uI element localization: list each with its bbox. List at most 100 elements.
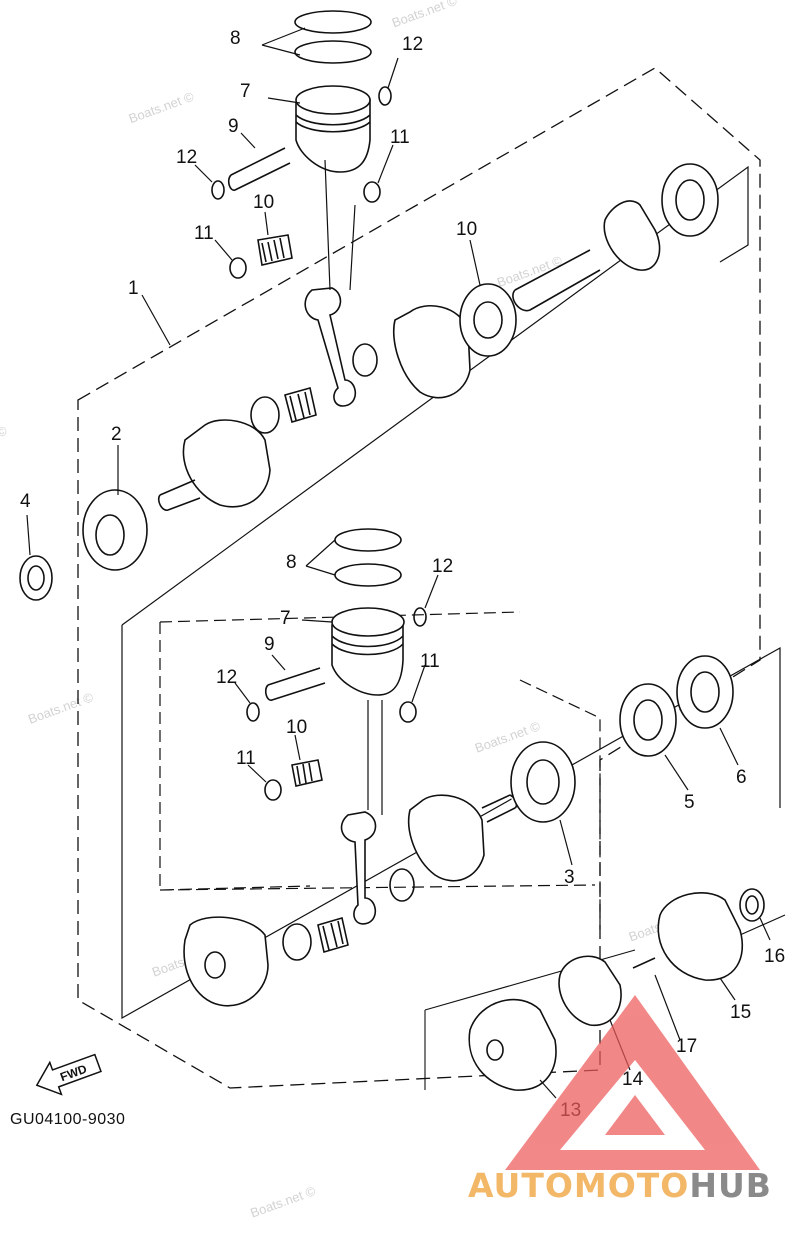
brand-part-automoto: AUTOMOTO xyxy=(468,1166,690,1205)
washer-icon xyxy=(229,257,247,279)
callout-5: 5 xyxy=(684,792,695,813)
callout-10-upper: 10 xyxy=(253,192,274,213)
circlip-icon xyxy=(378,86,392,106)
watermark: Boats.net © xyxy=(390,0,460,30)
piston-icon xyxy=(331,621,404,696)
callout-11-upper-left: 11 xyxy=(194,223,214,244)
crank-web-icon xyxy=(408,794,485,882)
dowel-pin-icon xyxy=(632,957,656,969)
callout-6: 6 xyxy=(736,767,747,788)
watermark: Boats.net © xyxy=(0,423,9,461)
piston-pin-icon xyxy=(227,147,291,191)
callout-12-upper-right: 12 xyxy=(402,34,423,55)
logo-inner-triangle-icon xyxy=(605,1095,665,1135)
oil-seal-inner-icon xyxy=(27,565,45,591)
oil-seal-icon xyxy=(676,655,734,729)
watermark: Boats.net © xyxy=(127,89,197,127)
washer-icon xyxy=(739,888,765,922)
crankshaft-tube-icon xyxy=(512,249,601,312)
watermark: Boats.net © xyxy=(26,689,96,727)
crankpin-washer-icon xyxy=(352,343,378,377)
circlip-icon xyxy=(211,180,225,200)
callout-10-lower: 10 xyxy=(286,717,307,738)
oil-seal-icon xyxy=(661,163,719,237)
callout-12-lower-right: 12 xyxy=(432,556,453,577)
callout-9-upper: 9 xyxy=(228,116,239,137)
connecting-rod-icon xyxy=(340,811,377,925)
callout-11-upper-right: 11 xyxy=(390,127,410,148)
callout-11-lower-right: 11 xyxy=(420,651,440,672)
oil-seal-icon xyxy=(19,555,53,601)
crankpin-washer-icon xyxy=(389,868,415,902)
watermark: Boats.net © xyxy=(248,1183,318,1221)
circlip-icon xyxy=(246,702,260,722)
piston-top-icon xyxy=(295,85,371,115)
callout-12-upper-left: 12 xyxy=(176,147,197,168)
driven-rotor-icon xyxy=(657,892,744,981)
automotohub-logo xyxy=(505,995,760,1170)
diagram-code: GU04100-9030 xyxy=(10,1111,125,1128)
callout-7-lower: 7 xyxy=(280,608,291,629)
oil-seal-icon xyxy=(619,683,677,757)
ball-bearing-icon xyxy=(282,923,312,961)
piston-ring-icon xyxy=(294,10,372,34)
callout-1: 1 xyxy=(128,278,139,299)
callout-12-lower-left: 12 xyxy=(216,667,237,688)
main-bearing-icon xyxy=(82,489,148,571)
oil-seal-inner-icon xyxy=(675,179,705,221)
piston-groove-icon xyxy=(295,114,371,133)
needle-bearing-icon xyxy=(257,234,293,266)
crankshaft-shaft-icon xyxy=(157,479,201,511)
callout-10-upper-right: 10 xyxy=(456,219,477,240)
upper-piston-group xyxy=(19,10,719,601)
callout-4: 4 xyxy=(20,491,31,512)
ball-bearing-inner-icon xyxy=(473,301,503,339)
ball-bearing-icon xyxy=(250,396,280,434)
oil-seal-inner-icon xyxy=(633,699,663,741)
piston-top-icon xyxy=(331,607,405,637)
inner-assembly-solid-boundary xyxy=(121,165,781,1020)
callout-7-upper: 7 xyxy=(240,81,251,102)
washer-icon xyxy=(264,779,282,801)
drive-rotor-icon xyxy=(468,998,557,1091)
main-bearing-inner-icon xyxy=(95,514,125,556)
drive-rotor-hub-icon xyxy=(486,1039,504,1061)
logo-triangle-icon xyxy=(505,995,760,1170)
watermark: Boats.net © xyxy=(495,253,565,291)
washer-icon xyxy=(363,181,381,203)
roller-bearing-icon xyxy=(317,916,349,954)
washer-inner-icon xyxy=(745,895,759,915)
piston-ring-icon xyxy=(334,563,402,587)
ball-bearing-icon xyxy=(459,283,517,357)
callouts: 8 12 7 9 11 12 10 11 10 1 2 4 8 12 7 9 1… xyxy=(20,28,785,1121)
callout-15: 15 xyxy=(730,1002,751,1023)
brand-part-hub: HUB xyxy=(689,1166,772,1205)
needle-bearing-icon xyxy=(291,759,323,787)
flywheel-seal-inner-icon xyxy=(526,759,560,805)
piston-ring-icon xyxy=(334,528,402,552)
roller-bearing-icon xyxy=(284,387,317,423)
impeller-icon xyxy=(558,955,622,1026)
callout-11-lower-left: 11 xyxy=(236,748,256,769)
callout-17: 17 xyxy=(676,1036,697,1057)
lower-piston-group xyxy=(183,528,734,1007)
piston-groove-icon xyxy=(331,635,404,656)
callout-8-lower: 8 xyxy=(286,552,297,573)
leader-lines xyxy=(26,27,771,1099)
fwd-arrow-icon xyxy=(35,1053,102,1096)
lower-crank-web-icon xyxy=(183,916,269,1007)
callout-16: 16 xyxy=(764,946,785,967)
circlip-icon xyxy=(413,607,427,627)
flywheel-seal-icon xyxy=(510,741,576,823)
crank-web-icon xyxy=(392,304,471,399)
callout-8-upper: 8 xyxy=(230,28,241,49)
piston-icon xyxy=(295,99,371,173)
crankshaft-end-icon xyxy=(182,419,271,508)
brand-wordmark: AUTOMOTOHUB xyxy=(468,1166,772,1205)
callout-9-lower: 9 xyxy=(264,634,275,655)
crank-collar-icon xyxy=(603,200,661,271)
oil-seal-inner-icon xyxy=(690,671,720,713)
connecting-rod-icon xyxy=(304,287,357,407)
lower-crank-bore-icon xyxy=(204,951,226,979)
